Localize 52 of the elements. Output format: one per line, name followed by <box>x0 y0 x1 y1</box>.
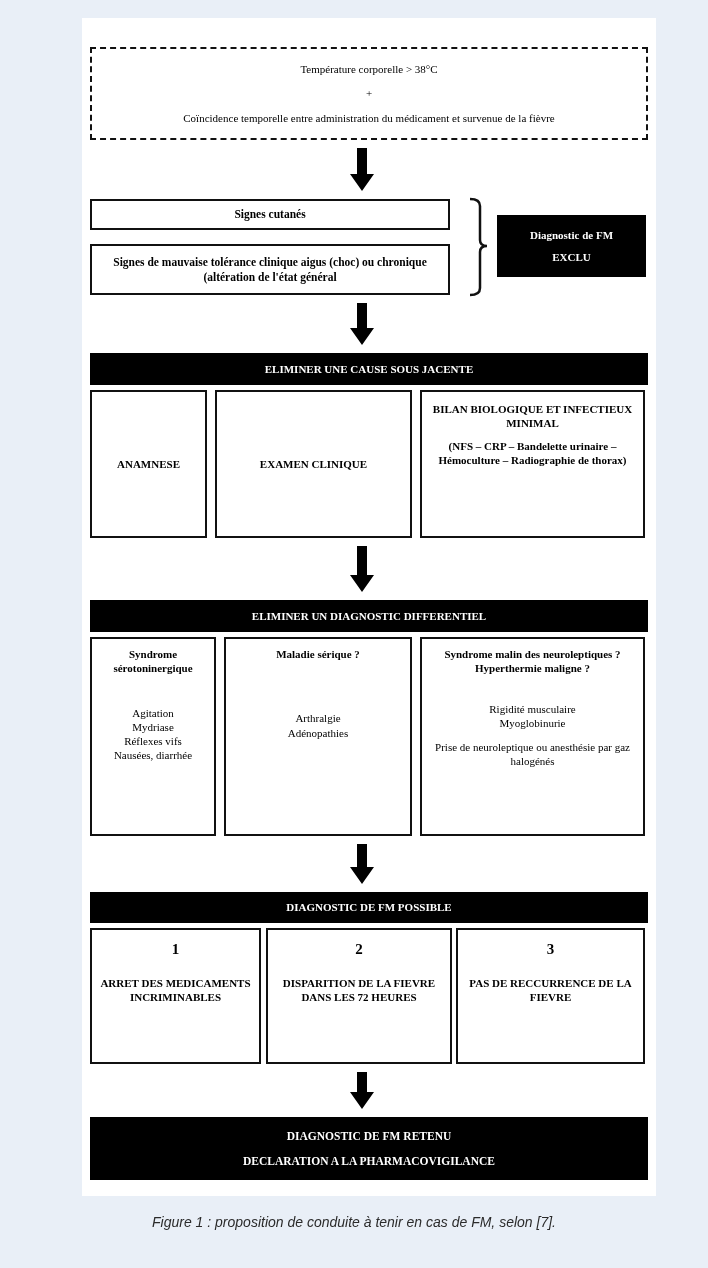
box-text: Signes de mauvaise tolérance clinique aigus (choc) ou chronique (altération de l'état général <box>112 254 428 285</box>
result-box <box>497 215 646 277</box>
criterion-box <box>456 928 645 1064</box>
step-box <box>215 390 412 538</box>
criteria-text: Température corporelle > 38°C <box>300 62 438 77</box>
box-text: Agitation Mydriase Réflexes vifs Nausées, diarrhée <box>113 705 193 763</box>
arrow <box>350 1072 374 1109</box>
sign-box <box>90 199 450 230</box>
criterion-box <box>266 928 452 1064</box>
result-text: EXCLU <box>552 250 591 265</box>
step-header <box>90 892 648 923</box>
result-text: Diagnostic de FM <box>529 227 614 242</box>
diagnosis-box <box>420 637 645 836</box>
figure-caption: Figure 1 : proposition de conduite à tenir en cas de FM, selon [7]. <box>151 1214 557 1230</box>
criteria-box <box>90 47 648 140</box>
box-heading: Syndrome sérotoninergique <box>112 647 194 676</box>
arrow <box>350 546 374 592</box>
header-text: DIAGNOSTIC DE FM POSSIBLE <box>286 900 452 915</box>
criterion-box <box>90 928 261 1064</box>
sign-box <box>90 244 450 295</box>
diagnosis-box <box>90 637 216 836</box>
step-number: 3 <box>546 940 555 959</box>
box-text: Prise de neuroleptique ou anesthésie par gaz halogénés <box>434 740 631 769</box>
box-text: Signes cutanés <box>234 207 306 222</box>
criteria-text: Coïncidence temporelle entre administration du médicament et survenue de la fièvre <box>183 110 555 125</box>
box-text: EXAMEN CLINIQUE <box>259 456 368 472</box>
box-text: PAS DE RECCURRENCE DE LA FIEVRE <box>468 975 633 1005</box>
step-number: 1 <box>171 940 180 959</box>
result-text: DECLARATION A LA PHARMACOVIGILANCE <box>243 1153 495 1169</box>
step-box <box>420 390 645 538</box>
box-heading: Maladie sérique ? <box>276 647 360 662</box>
box-text: Arthralgie Adénopathies <box>286 711 350 740</box>
arrow <box>350 844 374 884</box>
result-box <box>90 1117 648 1180</box>
diagnosis-box <box>224 637 412 836</box>
box-text: ANAMNESE <box>117 456 180 472</box>
box-text: DISPARITION DE LA FIEVRE DANS LES 72 HEURES <box>281 975 437 1005</box>
step-box <box>90 390 207 538</box>
header-text: ELIMINER UN DIAGNOSTIC DIFFERENTIEL <box>251 608 487 624</box>
box-heading: Syndrome malin des neuroleptiques ? Hyperthermie maligne ? <box>443 647 622 676</box>
box-text: ARRET DES MEDICAMENTS INCRIMINABLES <box>99 975 252 1005</box>
arrow <box>350 303 374 345</box>
box-text: Rigidité musculaire Myoglobinurie <box>488 701 577 731</box>
criteria-text: + <box>365 86 373 101</box>
step-header <box>90 600 648 632</box>
header-text: ELIMINER UNE CAUSE SOUS JACENTE <box>264 361 474 377</box>
result-text: DIAGNOSTIC DE FM RETENU <box>286 1128 452 1144</box>
box-text: (NFS – CRP – Bandelette urinaire – Hémoculture – Radiographie de thorax) <box>437 438 628 468</box>
box-heading: BILAN BIOLOGIQUE ET INFECTIEUX MINIMAL <box>431 402 634 431</box>
step-number: 2 <box>355 940 363 959</box>
step-header <box>90 353 648 385</box>
arrow <box>350 148 374 191</box>
